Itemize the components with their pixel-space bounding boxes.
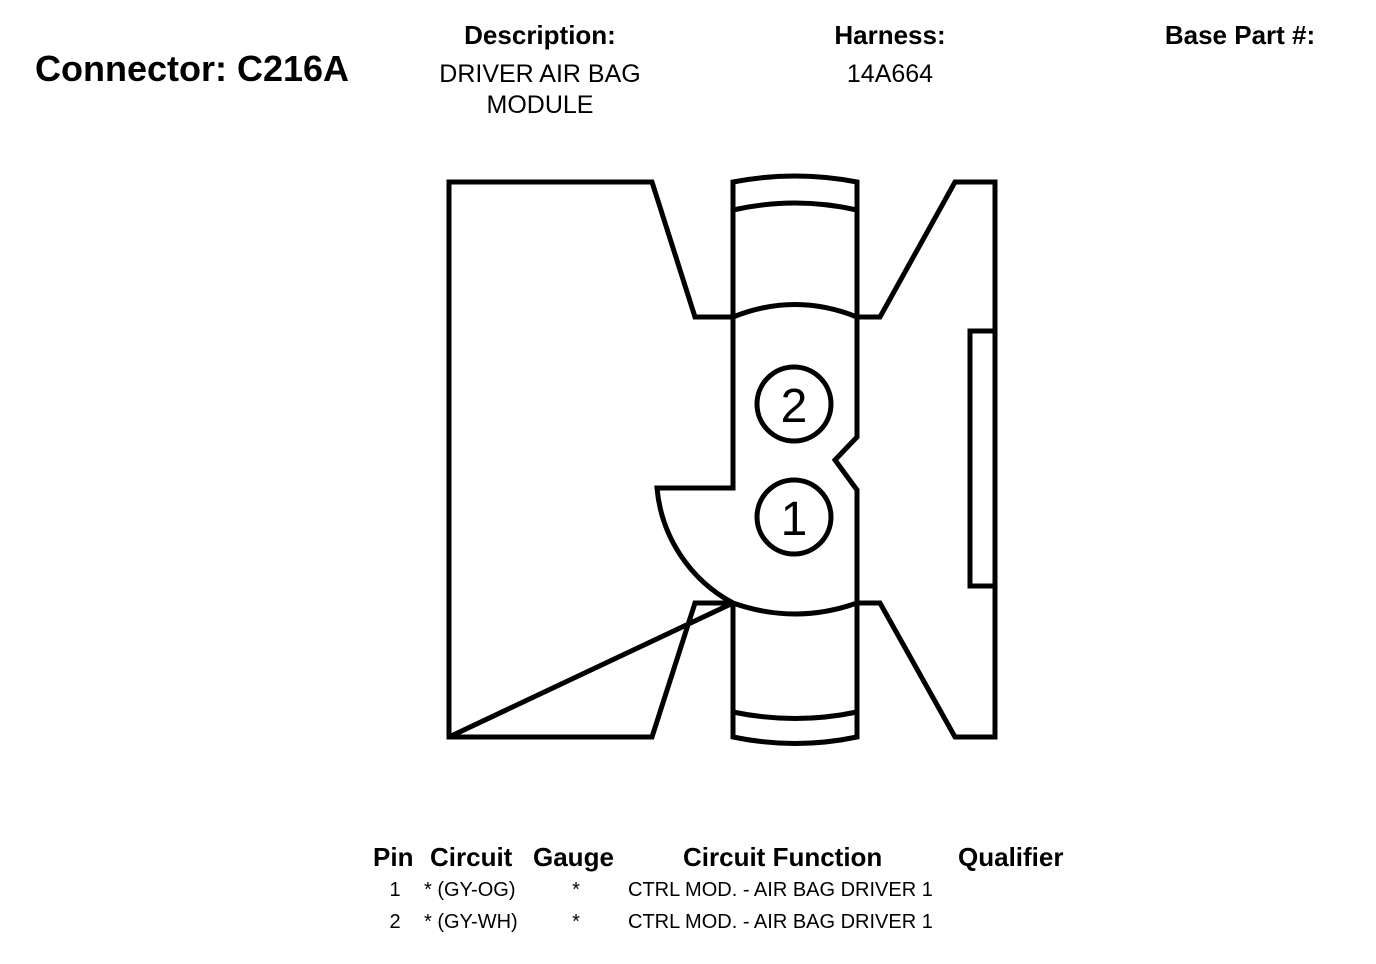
row-pin: 2 <box>389 911 401 933</box>
pin-1-label: 1 <box>781 493 808 546</box>
connector-left-outline <box>446 179 652 740</box>
qualifier-column-header: Qualifier <box>958 842 1064 872</box>
connector-side-latch <box>967 328 998 589</box>
harness-value: 14A664 <box>846 60 934 88</box>
connector-upper-arch <box>732 302 858 320</box>
base-part-label: Base Part #: <box>1164 20 1316 50</box>
connector-mating-face <box>654 317 860 617</box>
connector-title: Connector: C216A <box>35 48 350 89</box>
connector-center-top-cap <box>730 173 860 317</box>
row-pin: 1 <box>389 879 401 901</box>
connector-top-band <box>732 200 858 213</box>
description-value-text: DRIVER AIR BAG MODULE <box>439 60 641 119</box>
gauge-column-header: Gauge <box>533 842 614 872</box>
connector-center-bottom-cap <box>730 603 860 746</box>
circuit-column-header: Circuit <box>430 842 513 872</box>
connector-left-body <box>447 179 735 740</box>
harness-label: Harness: <box>834 20 946 50</box>
pin-2-label: 2 <box>781 380 808 433</box>
pin-column-header: Pin <box>373 842 414 872</box>
row-function: CTRL MOD. - AIR BAG DRIVER 1 <box>628 911 933 933</box>
pin-cavity-2 <box>754 364 834 444</box>
connector-bottom-band <box>732 709 858 721</box>
pin-cavity-1 <box>754 477 834 557</box>
description-value: DRIVER AIR BAG MODULE <box>400 59 680 121</box>
function-column-header: Circuit Function <box>683 842 883 872</box>
row-circuit: * (GY-WH) <box>424 911 518 933</box>
row-gauge: * <box>572 879 580 901</box>
connector-right-body <box>857 179 998 740</box>
row-circuit: * (GY-OG) <box>424 879 516 901</box>
row-gauge: * <box>572 911 580 933</box>
description-label: Description: <box>464 20 616 50</box>
row-function: CTRL MOD. - AIR BAG DRIVER 1 <box>628 879 933 901</box>
